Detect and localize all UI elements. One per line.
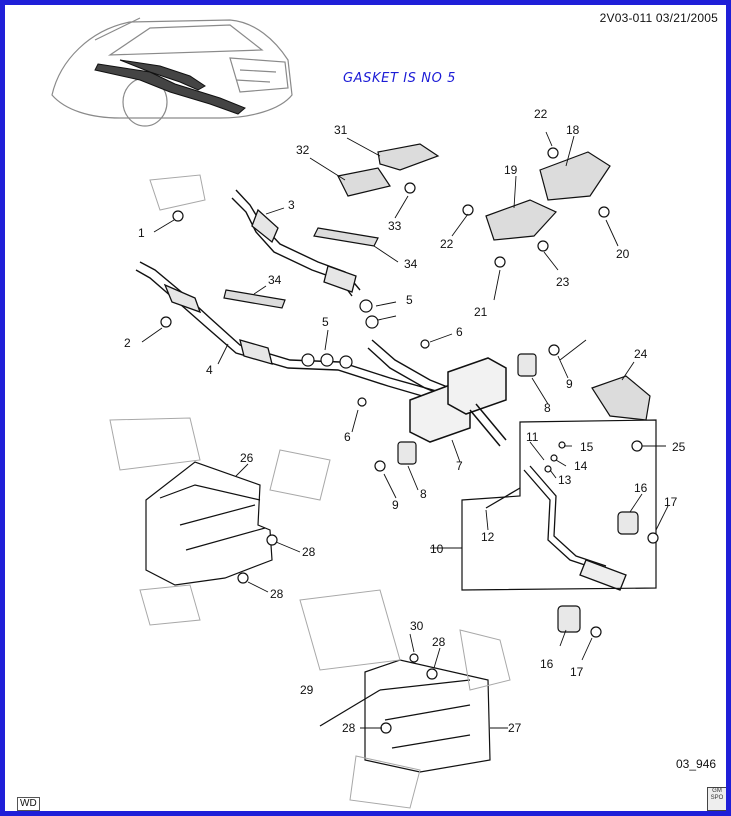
fasteners — [160, 147, 659, 734]
callout-22b: 22 — [440, 237, 454, 251]
gasket-note: GASKET IS NO 5 — [343, 71, 457, 86]
callout-24: 24 — [634, 347, 648, 361]
callout-20: 20 — [616, 247, 630, 261]
header-code: 2V03-011 03/21/2005 — [599, 11, 718, 25]
callout-23: 23 — [556, 275, 570, 289]
callout-5b: 5 — [406, 293, 413, 307]
bolt-shafts — [319, 487, 521, 727]
callout-4: 4 — [206, 363, 213, 377]
callout-7: 7 — [456, 459, 463, 473]
callout-9a: 9 — [566, 377, 573, 391]
callout-30: 30 — [410, 619, 424, 633]
callout-12: 12 — [481, 530, 495, 544]
callout-2: 2 — [124, 336, 131, 350]
vehicle-exhaust-highlight — [94, 59, 246, 115]
bracket-group-26 — [145, 461, 273, 586]
callout-8b: 8 — [420, 487, 427, 501]
callout-labels: 1 2 3 4 5 5 6 6 7 8 8 9 9 10 11 12 13 14… — [124, 107, 686, 735]
callout-14: 14 — [574, 459, 588, 473]
callout-29: 29 — [300, 683, 314, 697]
callout-34a: 34 — [404, 257, 418, 271]
callout-8a: 8 — [544, 401, 551, 415]
callout-33: 33 — [388, 219, 402, 233]
leader-lines — [141, 131, 669, 729]
callout-17b: 17 — [570, 665, 584, 679]
callout-28a: 28 — [302, 545, 316, 559]
callout-10: 10 — [430, 542, 444, 556]
callout-11: 11 — [526, 430, 539, 444]
mufflers — [409, 357, 507, 447]
callout-15: 15 — [580, 440, 594, 454]
callout-6a: 6 — [456, 325, 463, 339]
publisher-logo: GM SPO — [707, 787, 726, 811]
callout-1: 1 — [138, 226, 145, 240]
callout-17a: 17 — [664, 495, 678, 509]
callout-28c: 28 — [432, 635, 446, 649]
callout-16a: 16 — [634, 481, 648, 495]
tailpipe-assembly — [523, 465, 627, 591]
catalytic-converters — [163, 208, 357, 365]
corner-label: WD — [17, 797, 40, 811]
callout-27: 27 — [508, 721, 522, 735]
hangers — [397, 353, 639, 633]
callout-32: 32 — [296, 143, 310, 157]
figure-code: 03_946 — [676, 757, 717, 771]
callout-25: 25 — [672, 440, 686, 454]
callout-22a: 22 — [534, 107, 548, 121]
heat-shields — [223, 143, 651, 421]
callout-26: 26 — [240, 451, 254, 465]
callout-6b: 6 — [344, 430, 351, 444]
callout-9b: 9 — [392, 498, 399, 512]
callout-3: 3 — [288, 198, 295, 212]
callout-5a: 5 — [322, 315, 329, 329]
ghost-outlines — [109, 174, 511, 809]
callout-13: 13 — [558, 473, 572, 487]
callout-21: 21 — [474, 305, 488, 319]
callout-31: 31 — [334, 123, 348, 137]
callout-28b: 28 — [270, 587, 284, 601]
tailpipe-box-10 — [461, 419, 657, 591]
callout-16b: 16 — [540, 657, 554, 671]
callout-18: 18 — [566, 123, 580, 137]
callout-34b: 34 — [268, 273, 282, 287]
callout-28d: 28 — [342, 721, 356, 735]
callout-19: 19 — [504, 163, 518, 177]
